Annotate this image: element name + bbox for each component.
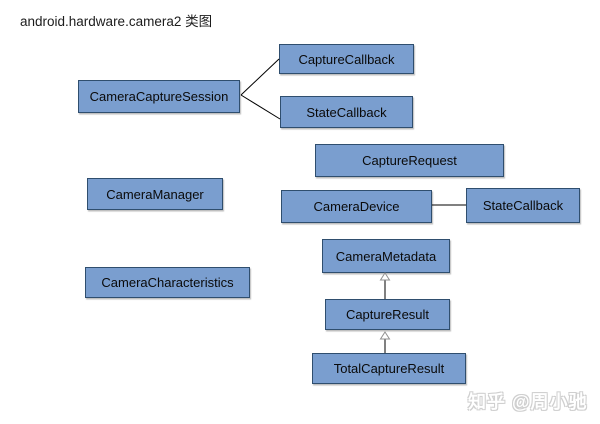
class-node-label: StateCallback [306, 104, 387, 120]
class-node-camera-device[interactable]: CameraDevice [281, 190, 432, 223]
edge-session-to-capturecallback [240, 58, 280, 96]
class-node-state-callback-session[interactable]: StateCallback [280, 96, 413, 128]
diagram-title: android.hardware.camera2 类图 [20, 14, 213, 29]
edge-session-to-statecallback [240, 94, 281, 120]
class-node-capture-request[interactable]: CaptureRequest [315, 144, 504, 177]
class-node-label: CameraManager [106, 186, 204, 202]
class-node-capture-result[interactable]: CaptureResult [325, 299, 450, 330]
class-node-label: CameraCaptureSession [89, 89, 229, 104]
class-node-label: TotalCaptureResult [333, 361, 445, 376]
class-node-total-capture-result[interactable]: TotalCaptureResult [312, 353, 466, 384]
class-node-label: CaptureResult [345, 307, 430, 322]
class-node-label: CameraCharacteristics [101, 275, 234, 290]
class-node-camera-metadata[interactable]: CameraMetadata [322, 239, 450, 273]
class-node-state-callback-device[interactable]: StateCallback [466, 188, 580, 223]
generalization-arrow-icon [379, 331, 391, 340]
class-node-label: CameraMetadata [335, 248, 437, 264]
class-node-label: StateCallback [482, 198, 564, 213]
class-node-camera-characteristics[interactable]: CameraCharacteristics [85, 267, 250, 298]
class-node-label: CameraDevice [313, 199, 400, 214]
class-node-camera-manager[interactable]: CameraManager [87, 178, 223, 210]
generalization-arrow-icon [379, 272, 391, 281]
class-node-label: CaptureCallback [298, 51, 395, 67]
class-node-capture-callback[interactable]: CaptureCallback [279, 44, 414, 74]
class-node-label: CaptureRequest [362, 153, 457, 168]
class-node-camera-capture-session[interactable]: CameraCaptureSession [78, 80, 240, 113]
watermark-text: 知乎 @周小驰 [468, 392, 588, 412]
